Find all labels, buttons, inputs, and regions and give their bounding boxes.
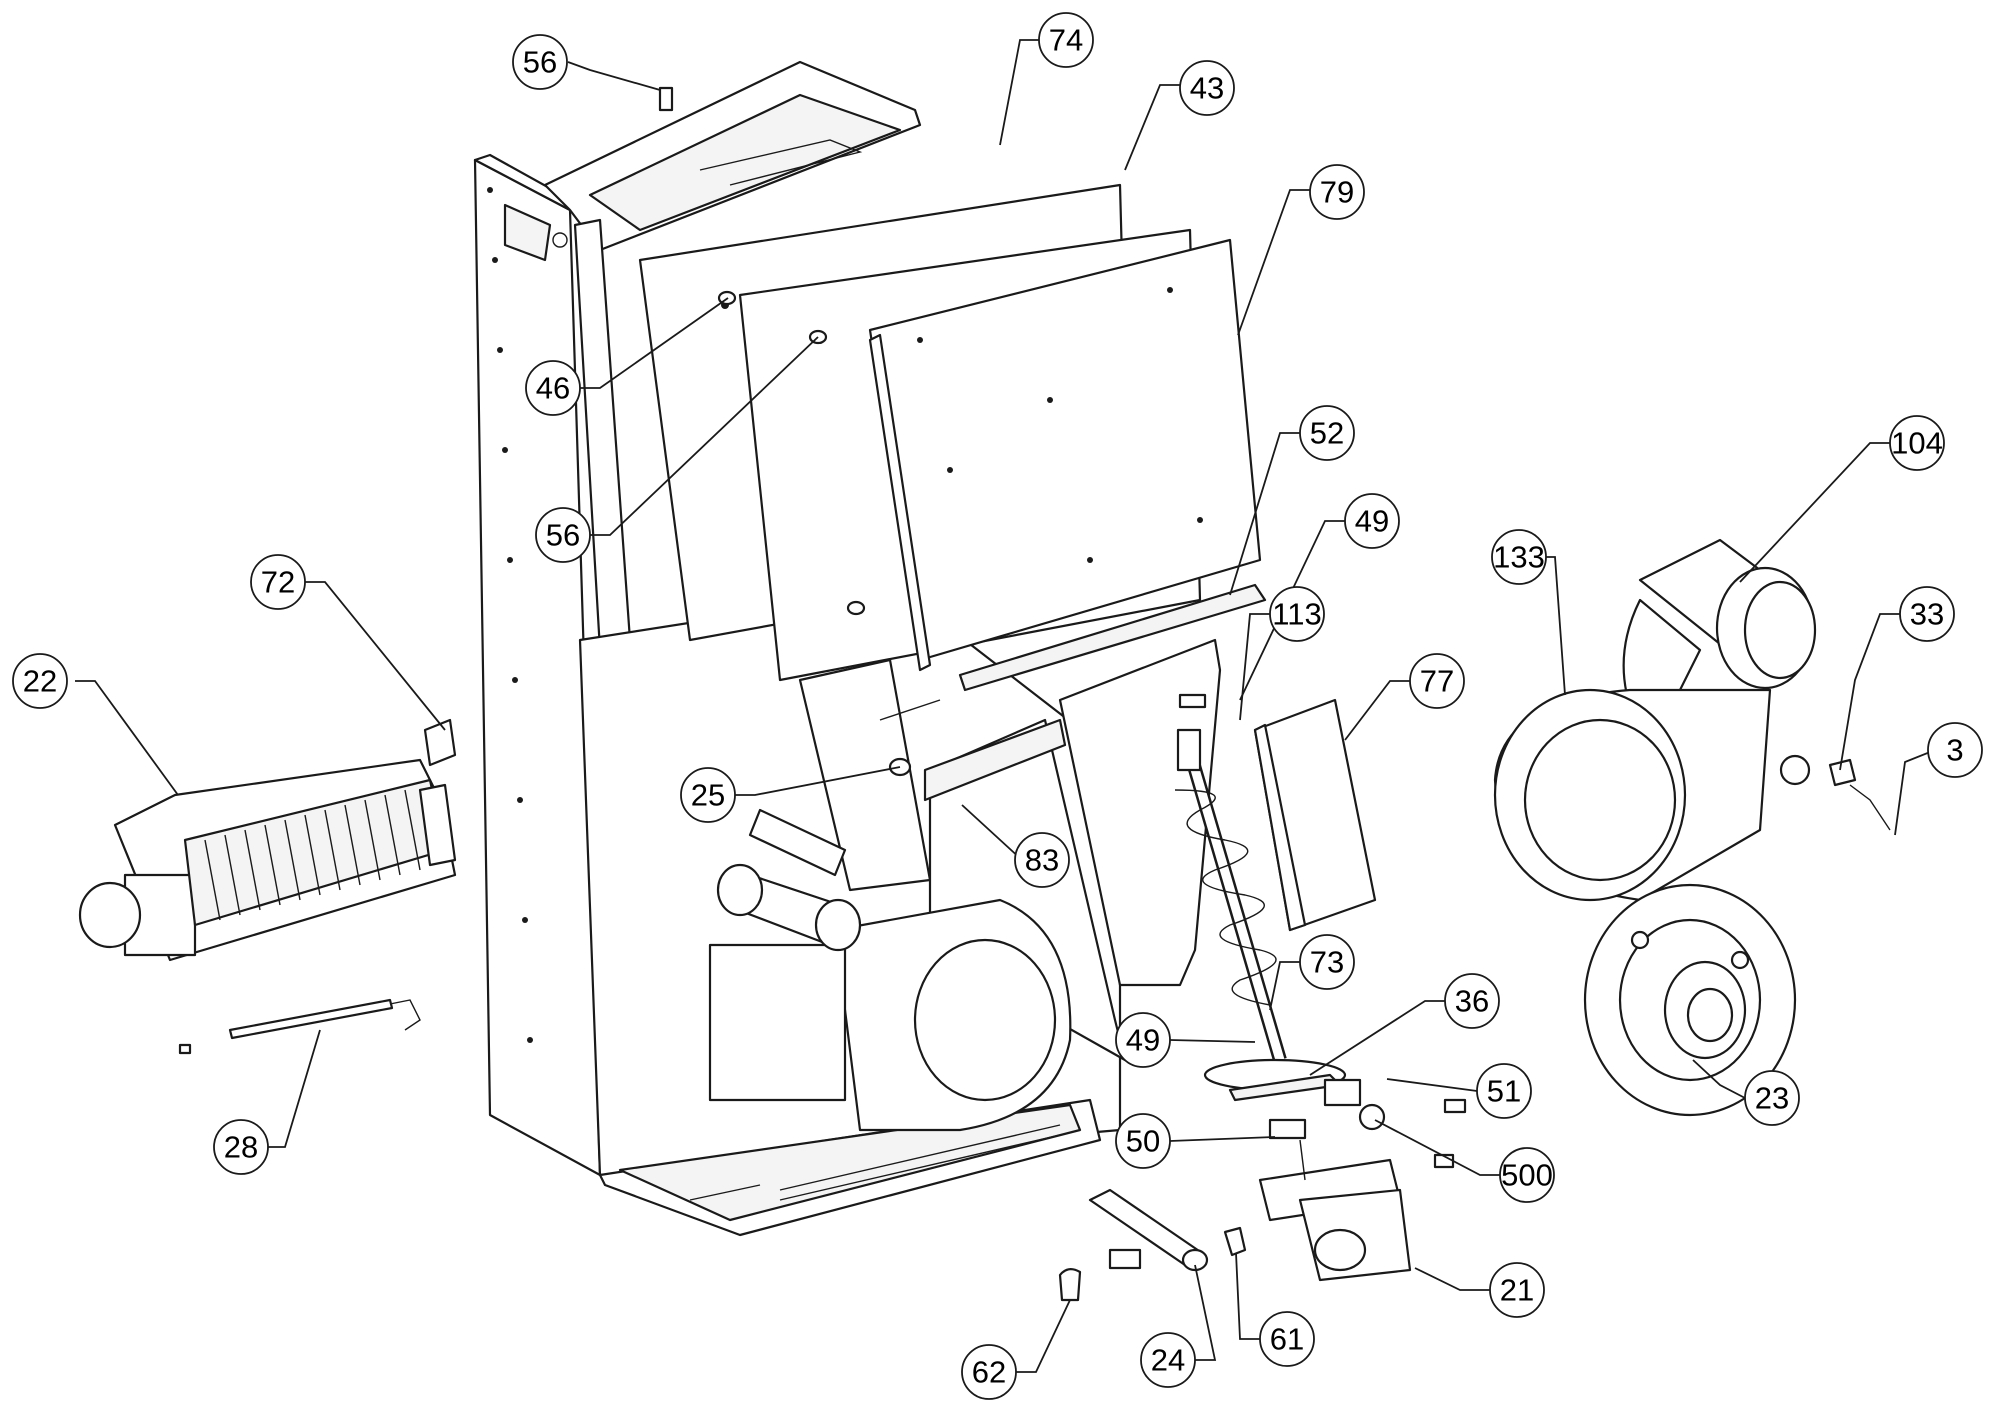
callout-43: 43 [1179, 60, 1235, 116]
callout-61: 61 [1259, 1311, 1315, 1367]
auger-73 [1174, 728, 1287, 1062]
callout-label: 49 [1355, 504, 1389, 539]
sensor-rod-28 [178, 998, 421, 1055]
callout-label: 36 [1455, 984, 1489, 1019]
callout-133: 133 [1491, 529, 1547, 585]
callout-label: 52 [1310, 416, 1344, 451]
callout-label: 133 [1493, 540, 1545, 575]
fan-fins [204, 789, 421, 921]
callout-label: 73 [1310, 945, 1344, 980]
callout-33: 33 [1899, 586, 1955, 642]
panel-79 [868, 238, 1267, 692]
callout-label: 61 [1270, 1322, 1304, 1357]
callout-28: 28 [213, 1119, 269, 1175]
callout-label: 79 [1320, 175, 1354, 210]
callout-label: 56 [546, 518, 580, 553]
callout-label: 3 [1946, 733, 1963, 768]
callout-label: 46 [536, 371, 570, 406]
callout-46: 46 [525, 360, 581, 416]
callout-label: 62 [972, 1355, 1006, 1390]
callout-25: 25 [680, 767, 736, 823]
pin-56-top [658, 86, 674, 112]
igniter-tube [716, 808, 862, 952]
callout-21: 21 [1489, 1262, 1545, 1318]
blower-housing [708, 898, 1072, 1132]
callout-label: 113 [1272, 597, 1321, 632]
callout-62: 62 [961, 1344, 1017, 1400]
callout-50: 50 [1115, 1113, 1171, 1169]
callout-label: 500 [1501, 1158, 1553, 1193]
callout-77: 77 [1409, 653, 1465, 709]
callout-56-top: 56 [512, 34, 568, 90]
callout-label: 22 [23, 664, 57, 699]
igniter-24 [1088, 1188, 1209, 1272]
callout-label: 77 [1420, 664, 1454, 699]
callout-500: 500 [1499, 1147, 1555, 1203]
callout-label: 24 [1151, 1343, 1185, 1378]
callout-label: 74 [1049, 23, 1083, 58]
cover-77 [1253, 698, 1377, 932]
callout-23: 23 [1744, 1070, 1800, 1126]
callout-49-bottom: 49 [1115, 1012, 1171, 1068]
bushing-113 [1178, 693, 1207, 709]
callout-52: 52 [1299, 405, 1355, 461]
callout-label: 23 [1755, 1081, 1789, 1116]
sensor-3 [1828, 758, 1891, 831]
callout-49-top: 49 [1344, 493, 1400, 549]
sensor-33 [1779, 754, 1811, 786]
callout-label: 28 [224, 1130, 258, 1165]
callout-36: 36 [1444, 973, 1500, 1029]
callout-label: 43 [1190, 71, 1224, 106]
callout-3: 3 [1927, 722, 1983, 778]
callout-83: 83 [1014, 832, 1070, 888]
bracket-72 [423, 718, 457, 767]
callout-24: 24 [1140, 1332, 1196, 1388]
callout-label: 50 [1126, 1124, 1160, 1159]
callout-79: 79 [1309, 164, 1365, 220]
convection-fan-22 [78, 758, 457, 962]
callout-label: 25 [691, 778, 725, 813]
callout-56-mid: 56 [535, 507, 591, 563]
callout-label: 56 [523, 45, 557, 80]
callout-51: 51 [1476, 1063, 1532, 1119]
base-vent-slots [689, 1124, 1061, 1201]
callout-label: 49 [1126, 1023, 1160, 1058]
callout-22: 22 [12, 653, 68, 709]
auger-drive-assembly [1203, 1058, 1412, 1282]
callout-label: 83 [1025, 843, 1059, 878]
callout-73: 73 [1299, 934, 1355, 990]
callout-label: 72 [261, 565, 295, 600]
callout-label: 51 [1487, 1074, 1521, 1109]
callout-74: 74 [1038, 12, 1094, 68]
clip-62 [1058, 1268, 1082, 1302]
callout-72: 72 [250, 554, 306, 610]
callout-label: 21 [1500, 1273, 1534, 1308]
callout-label: 104 [1891, 426, 1943, 461]
callout-104: 104 [1889, 415, 1945, 471]
combustion-blower [1493, 538, 1817, 1117]
callout-label: 33 [1910, 597, 1944, 632]
callout-113: 113 [1269, 586, 1325, 642]
clip-61 [1223, 1226, 1247, 1257]
